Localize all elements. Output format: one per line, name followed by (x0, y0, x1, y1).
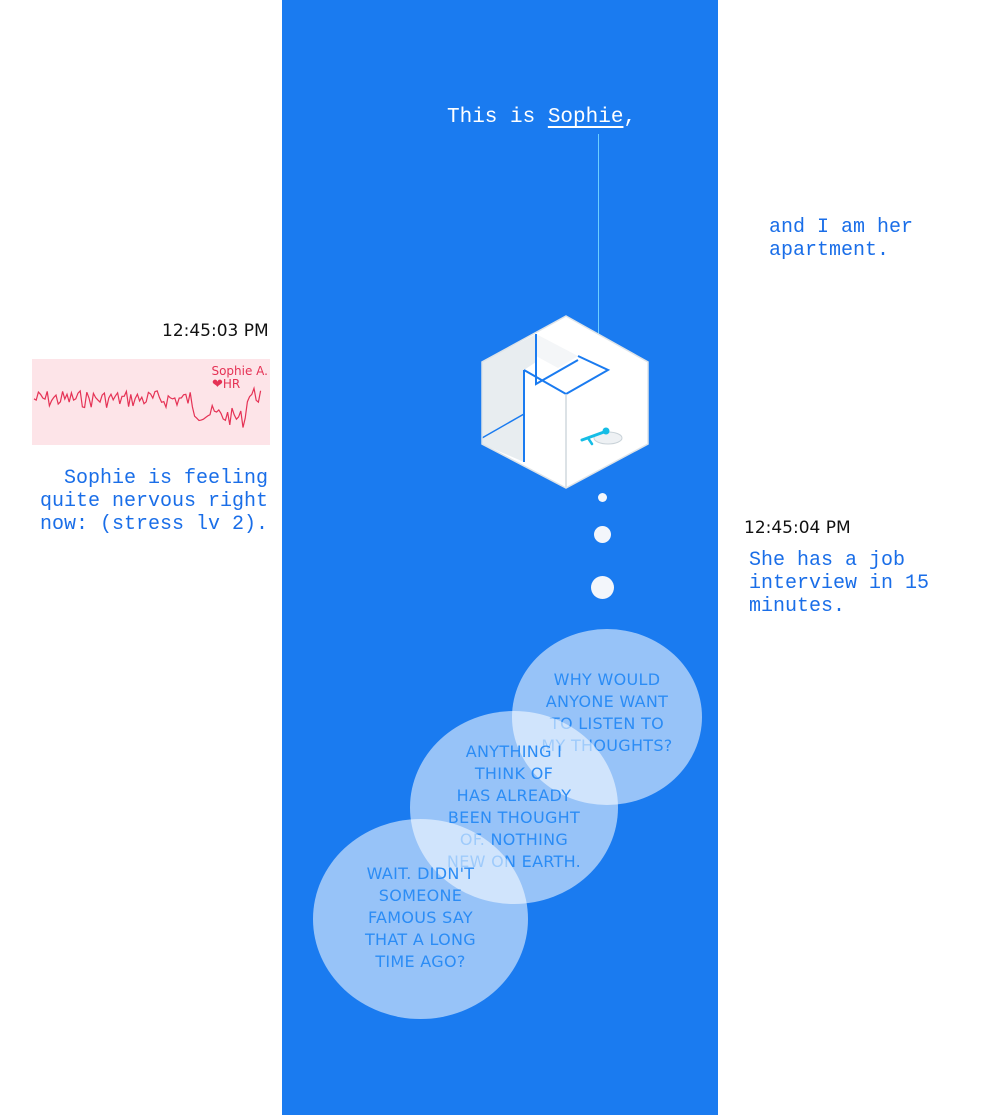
job-interview-message: She has a job interview in 15 minutes. (749, 549, 930, 618)
intro-line: This is Sophie, (447, 104, 636, 132)
heart-icon: ❤ (212, 377, 223, 392)
sophie-name-link[interactable]: Sophie (547, 106, 624, 129)
pointer-line (598, 134, 599, 434)
intro-prefix: This is (447, 106, 548, 129)
thought-dot-small (598, 493, 607, 502)
left-timestamp: 12:45:03 PM (162, 321, 269, 341)
heart-rate-graph (33, 386, 262, 428)
intro-suffix: , (623, 106, 637, 129)
apartment-caption: and I am her apartment. (769, 216, 914, 262)
heart-rate-monitor: Sophie A. ❤HR (32, 359, 270, 445)
thought-dot-large (591, 576, 614, 599)
sophie-figure-icon (580, 427, 610, 446)
stress-message: Sophie is feeling quite nervous right no… (39, 467, 268, 536)
right-timestamp: 12:45:04 PM (744, 518, 851, 538)
monitor-name: Sophie A. (211, 364, 268, 378)
thought-bubble-3: Wait. Didn't someone famous say that a l… (313, 819, 528, 1019)
monitor-label: HR (222, 377, 241, 391)
apartment-illustration (481, 315, 649, 489)
monitor-label-group: ❤HR (212, 377, 240, 392)
thought-dot-medium (594, 526, 611, 543)
